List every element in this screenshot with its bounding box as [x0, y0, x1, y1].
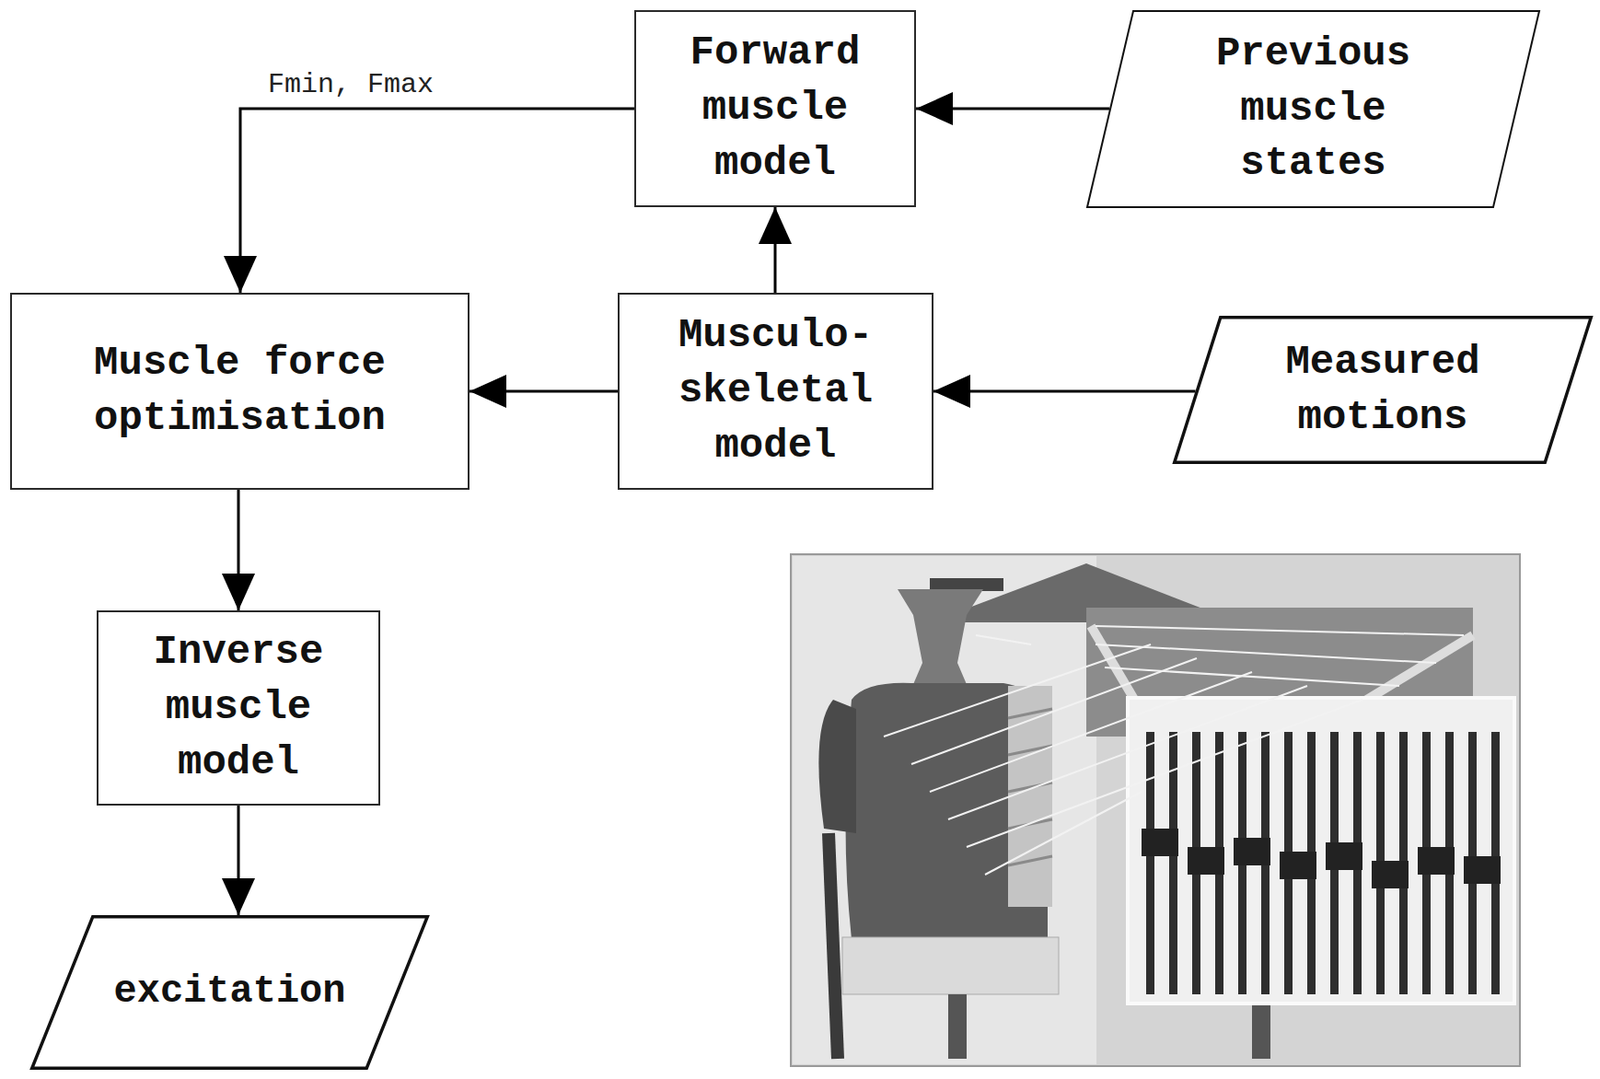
node-label: Measured motions — [1285, 335, 1480, 446]
flow-arrow — [237, 805, 241, 916]
edge-label: Fmin, Fmax — [264, 68, 438, 102]
node-label: Inverse muscle model — [153, 625, 325, 790]
flow-arrow — [933, 390, 1196, 394]
process-box: Inverse muscle model — [96, 610, 381, 806]
weight-rack — [1127, 697, 1515, 1004]
left-arm — [818, 699, 857, 834]
top-beam — [929, 578, 1004, 592]
rack-weights — [1141, 828, 1501, 889]
arm-rod — [828, 833, 838, 1059]
process-box: Musculo-skeletal model — [617, 292, 934, 490]
parallelogram-outline — [1172, 315, 1593, 464]
photo-wall — [792, 556, 1097, 1065]
node-label: Muscle force optimisation — [93, 336, 386, 447]
flow-arrow — [237, 489, 241, 611]
output-parallelogram: excitation — [30, 915, 429, 1070]
right-arm-wrap — [1008, 685, 1053, 907]
node-label: Forward muscle model — [690, 25, 861, 191]
head-vase — [897, 589, 984, 689]
photo-frame — [790, 554, 1520, 1067]
process-box: Muscle force optimisation — [10, 292, 470, 490]
muscle-strings — [883, 626, 1464, 875]
parallelogram-border — [32, 916, 429, 1069]
process-box: Forward muscle model — [634, 10, 916, 208]
parallelogram-border — [1174, 317, 1592, 464]
table-leg — [1252, 1003, 1271, 1059]
base-block — [842, 937, 1059, 995]
flow-arrow — [469, 390, 618, 394]
flow-arrow — [774, 207, 777, 293]
parallelogram-border — [1087, 11, 1540, 208]
node-label: excitation — [113, 965, 346, 1019]
data-parallelogram: Measured motions — [1172, 315, 1593, 464]
flow-arrow — [915, 107, 1110, 111]
rack-slats — [1146, 731, 1500, 995]
node-label: Previous muscle states — [1216, 26, 1411, 192]
data-parallelogram: Previous muscle states — [1086, 10, 1541, 209]
photo-muscle-model — [790, 554, 1520, 1067]
table-leg — [948, 994, 967, 1059]
node-label: Musculo-skeletal model — [678, 308, 873, 474]
flow-arrow — [240, 108, 635, 293]
